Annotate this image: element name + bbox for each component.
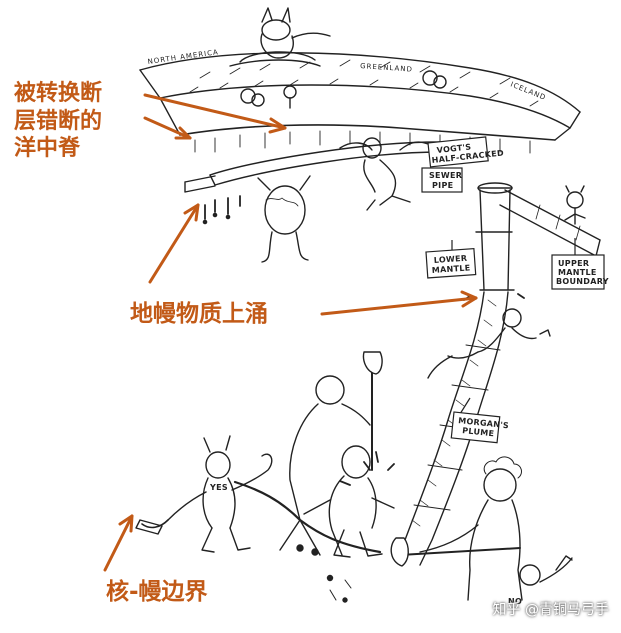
map-label-iceland: ICELAND [509, 80, 547, 102]
svg-text:PLUME: PLUME [462, 426, 495, 438]
plume-pipe [339, 182, 525, 566]
ridge-label-line-3: 洋中脊 [14, 136, 81, 161]
sign-sewer-pipe: SEWER PIPE [421, 167, 463, 193]
svg-text:SEWER: SEWER [429, 171, 462, 180]
ridge-label-line-2: 层错断的 [14, 108, 103, 134]
sign-upper-mantle-boundary: UPPER MANTLE BOUNDARY [551, 238, 609, 290]
svg-text:LOWER: LOWER [434, 254, 468, 265]
svg-text:MANTLE: MANTLE [558, 268, 597, 277]
svg-text:UPPER: UPPER [558, 259, 589, 268]
upper-mantle-pipe [499, 185, 601, 257]
watermark: 知乎 @青铜马弓手 [492, 602, 609, 618]
upwelling-arrows [148, 203, 478, 316]
svg-text:VOGT'S: VOGT'S [436, 142, 472, 155]
cmb-label: 核-幔边界 [106, 579, 208, 605]
viking-figure [229, 7, 331, 67]
pipe-figure [339, 137, 429, 211]
map-labels: NORTH AMERICA GREENLAND ICELAND [147, 48, 547, 102]
sign-lower-mantle: LOWER MANTLE [425, 240, 477, 279]
axe-men [135, 351, 573, 603]
map-label-north-america: NORTH AMERICA [147, 48, 219, 66]
ridge-label-line-1: 被转换断 [14, 81, 103, 106]
map-label-greenland: GREENLAND [360, 62, 413, 74]
upwelling-label: 地幔物质上涌 [130, 301, 268, 327]
ridge-label: 被转换断 层错断的 洋中脊 [14, 80, 102, 163]
cmb-arrow [103, 514, 134, 572]
svg-text:MANTLE: MANTLE [432, 263, 471, 275]
svg-text:BOUNDARY: BOUNDARY [556, 277, 609, 286]
svg-text:PIPE: PIPE [432, 181, 453, 190]
ridge-pipe [184, 141, 441, 263]
climbing-figure [427, 308, 551, 379]
ridge-arrows [143, 93, 287, 140]
sign-morgans-plume: MORGAN'S PLUME [450, 397, 509, 444]
figure-shirt-text: NO [508, 597, 522, 606]
devil-shirt-text: YES [209, 483, 228, 492]
sign-vogt: VOGT'S HALF-CRACKED [427, 136, 504, 168]
